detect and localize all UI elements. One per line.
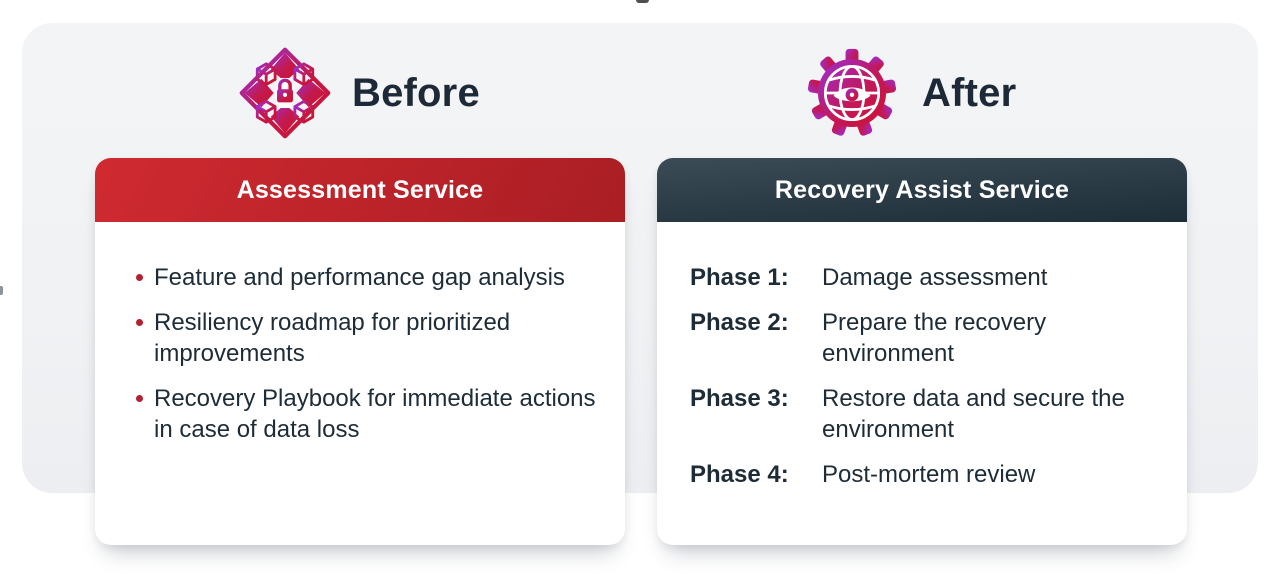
bullet-dot-icon [136, 395, 143, 402]
recovery-phases-list: Phase 1: Damage assessment Phase 2: Prep… [657, 262, 1187, 490]
phase-label: Phase 2: [690, 309, 789, 336]
phase-label: Phase 3: [690, 385, 789, 412]
list-item: Feature and performance gap analysis [136, 262, 597, 293]
list-item-text: Resiliency roadmap for prioritized impro… [154, 309, 511, 367]
assessment-service-title: Assessment Service [236, 175, 484, 204]
list-item: Resiliency roadmap for prioritized impro… [136, 307, 597, 369]
phase-row: Phase 3: Restore data and secure the env… [657, 383, 1187, 445]
recovery-assist-service-card-header: Recovery Assist Service [657, 158, 1187, 222]
assessment-service-list: Feature and performance gap analysis Res… [136, 262, 597, 445]
before-heading-label: Before [352, 70, 480, 115]
phase-description: Restore data and secure the environment [822, 385, 1125, 443]
shield-lock-ornament-icon [238, 46, 332, 140]
bullet-dot-icon [136, 319, 143, 326]
assessment-service-card: Assessment Service Feature and performan… [95, 158, 625, 545]
recovery-assist-service-card: Recovery Assist Service Phase 1: Damage … [657, 158, 1187, 545]
after-heading-label: After [922, 70, 1017, 115]
phase-label: Phase 1: [690, 264, 789, 291]
phase-row: Phase 4: Post-mortem review [657, 459, 1187, 490]
phase-description: Prepare the recovery environment [822, 309, 1047, 367]
cropped-mark-artifact-left [0, 286, 3, 295]
recovery-assist-service-title: Recovery Assist Service [774, 175, 1070, 204]
phase-description: Damage assessment [822, 264, 1048, 291]
phase-row: Phase 1: Damage assessment [657, 262, 1187, 293]
gear-globe-eye-icon [806, 47, 898, 139]
before-heading-group: Before [238, 44, 480, 142]
phase-label: Phase 4: [690, 461, 789, 488]
phase-description: Post-mortem review [822, 461, 1036, 488]
list-item: Recovery Playbook for immediate actions … [136, 383, 597, 445]
list-item-text: Recovery Playbook for immediate actions … [154, 385, 596, 443]
after-heading-group: After [806, 44, 1016, 142]
list-item-text: Feature and performance gap analysis [154, 264, 565, 291]
bullet-dot-icon [136, 274, 143, 281]
cropped-text-artifact-top [636, 0, 649, 3]
phase-row: Phase 2: Prepare the recovery environmen… [657, 307, 1187, 369]
assessment-service-card-header: Assessment Service [95, 158, 625, 222]
